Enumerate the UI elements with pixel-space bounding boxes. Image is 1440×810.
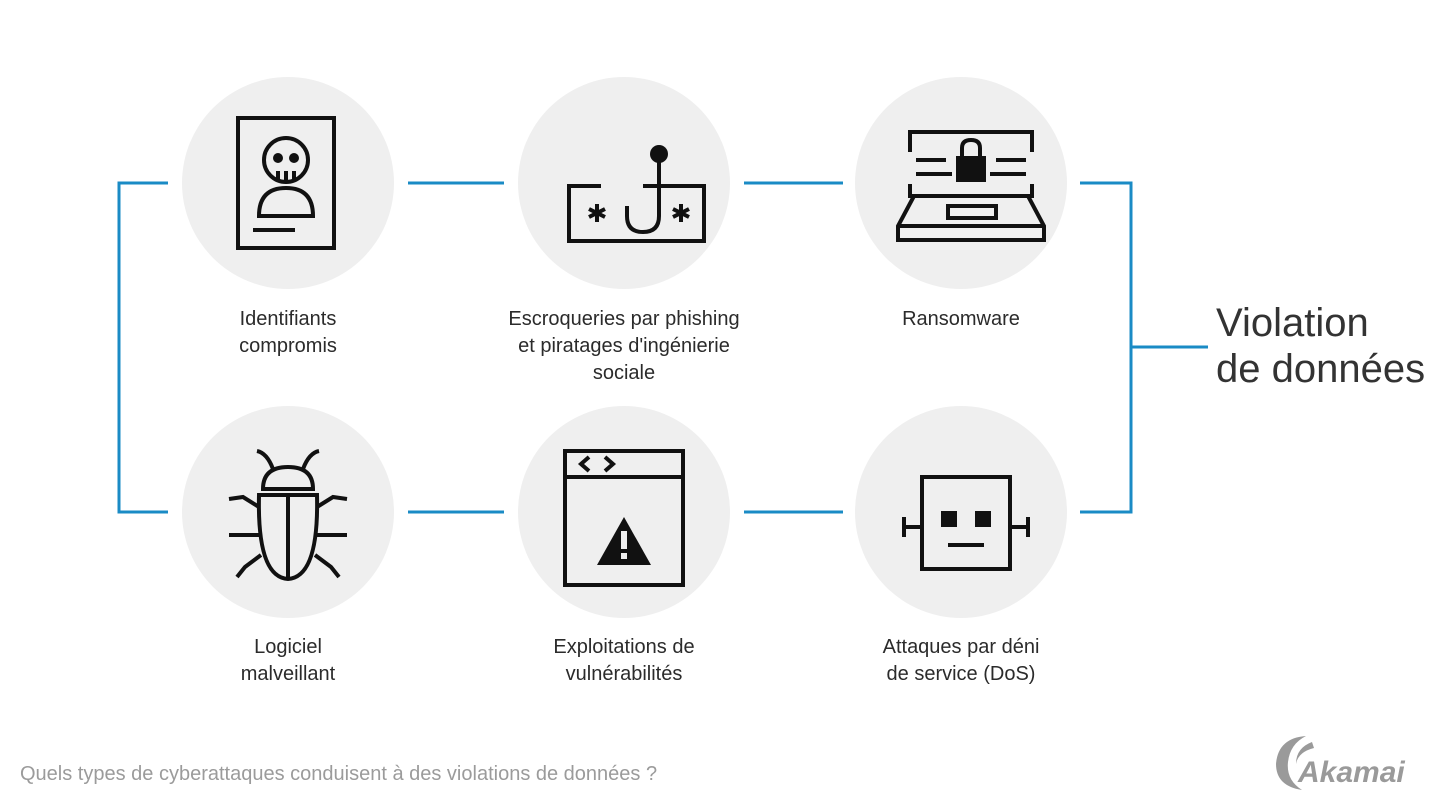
left-bracket-line: [117, 181, 168, 514]
node-exploits: [518, 406, 730, 618]
browser-warning-icon: [563, 449, 685, 587]
node-label-phishing: Escroqueries par phishing et piratages d…: [508, 308, 740, 384]
bug-icon: [228, 449, 348, 582]
phishing-hook-icon: [567, 145, 706, 243]
node-phishing: [518, 77, 730, 289]
laptop-lock-icon: [896, 130, 1046, 242]
node-ransomware: [855, 77, 1067, 289]
brand-name: Akamai: [1297, 756, 1405, 789]
node-dos: [855, 406, 1067, 618]
footer-caption: Quels types de cyberattaques conduisent …: [20, 763, 658, 785]
node-label-credentials: Identifiants compromis: [239, 308, 337, 357]
node-label-ransomware: Ransomware: [902, 308, 1020, 330]
robot-icon: [902, 475, 1030, 571]
node-label-exploits: Exploitations de vulnérabilités: [553, 636, 695, 685]
diagram-title: Violation de données: [1216, 301, 1426, 391]
akamai-logo: Akamai: [1276, 736, 1405, 790]
node-credentials: [182, 77, 394, 289]
node-label-dos: Attaques par déni de service (DoS): [882, 636, 1040, 685]
node-malware: [182, 406, 394, 618]
node-label-malware: Logiciel malveillant: [240, 636, 336, 685]
right-bracket-line: [1080, 181, 1133, 514]
id-card-skull-icon: [236, 116, 336, 250]
